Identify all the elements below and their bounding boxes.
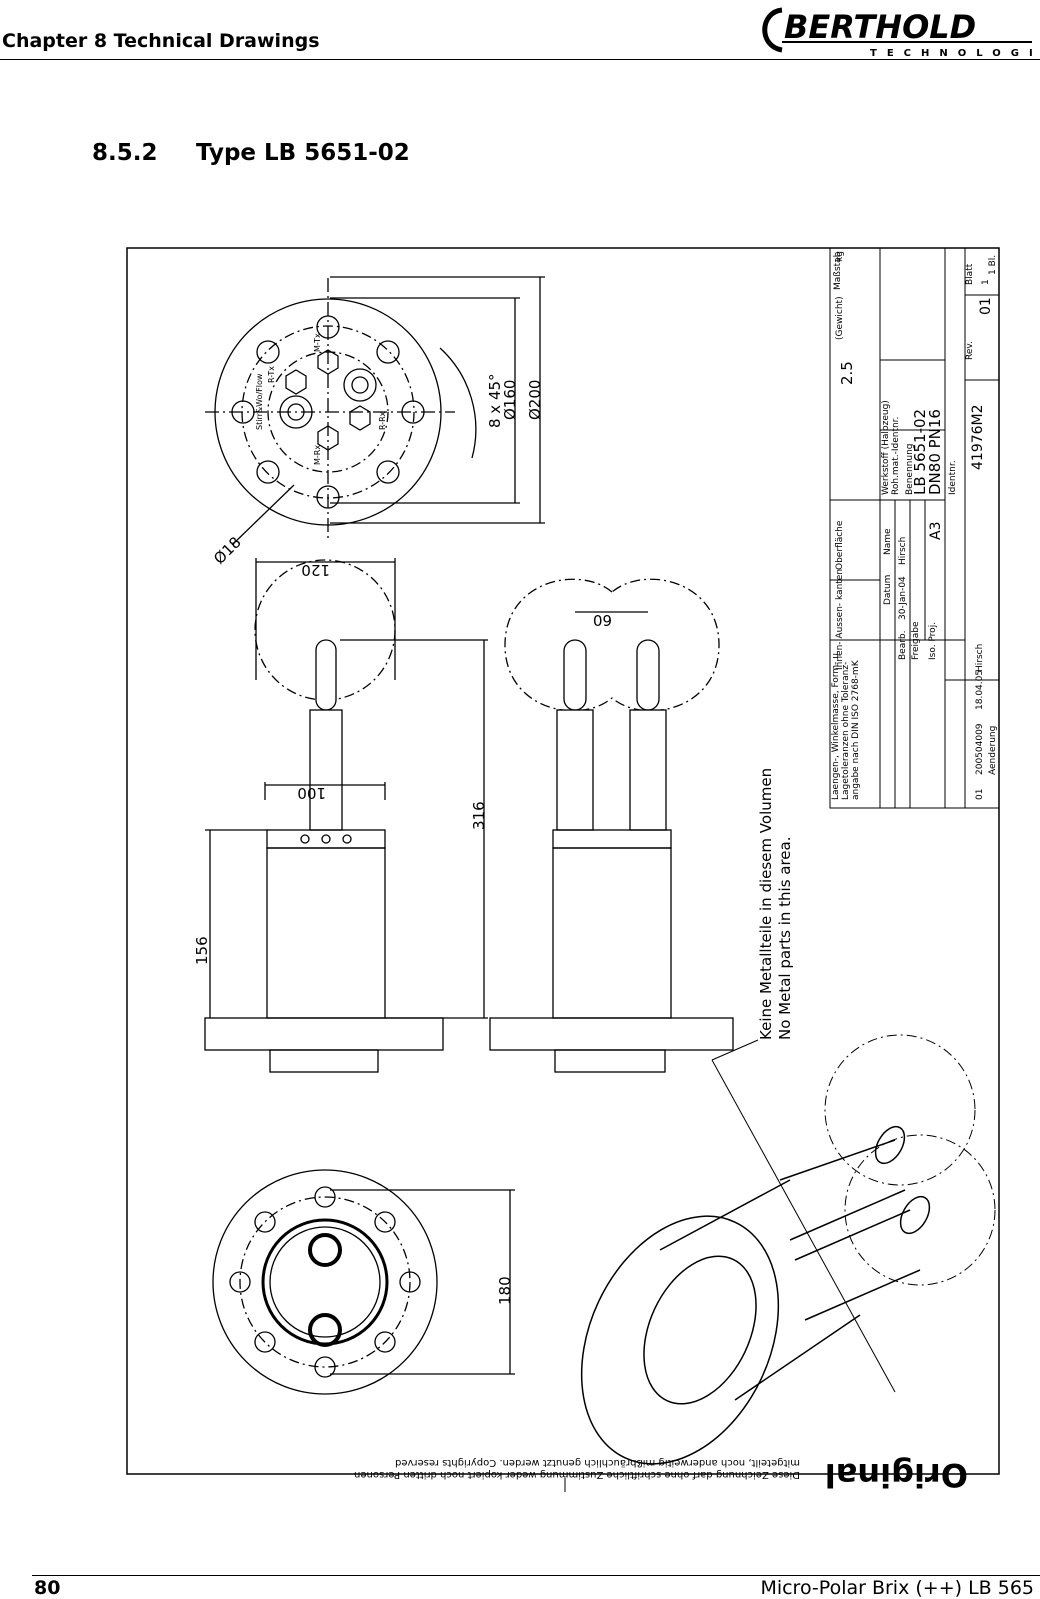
section-number: 8.5.2 <box>92 140 158 166</box>
svg-text:Ø160: Ø160 <box>501 380 519 420</box>
svg-text:LB 5651-02: LB 5651-02 <box>911 409 929 495</box>
svg-text:Maßstab: Maßstab <box>833 251 843 290</box>
svg-text:Iso. Proj.: Iso. Proj. <box>928 622 938 660</box>
svg-text:Laengen-, Winkelmasse, Form- u: Laengen-, Winkelmasse, Form- u. <box>831 650 841 800</box>
svg-text:Freigabe: Freigabe <box>911 621 921 660</box>
title-block-text: Maßstab 2.5 (Gewicht) kg Werkstoff (Halb… <box>831 251 998 800</box>
svg-text:Lagetoleranzen ohne Toleranz-: Lagetoleranzen ohne Toleranz- <box>841 662 851 800</box>
svg-text:BERTHOLD: BERTHOLD <box>784 8 976 46</box>
svg-text:1: 1 <box>981 279 991 285</box>
drawing-frame <box>126 247 1000 1475</box>
flange-bottom-view <box>212 1169 515 1395</box>
chapter-title: Chapter 8 Technical Drawings <box>2 30 320 52</box>
svg-text:Blatt: Blatt <box>965 263 975 285</box>
original-stamp: Original <box>825 1456 968 1494</box>
document-name: Micro-Polar Brix (++) LB 565 <box>760 1577 1034 1599</box>
svg-text:kg: kg <box>835 251 845 262</box>
svg-text:30-Jan-04: 30-Jan-04 <box>898 576 908 620</box>
svg-text:41976M2: 41976M2 <box>970 404 986 470</box>
svg-text:316: 316 <box>470 801 488 830</box>
svg-text:M-Tx: M-Tx <box>313 333 322 352</box>
berthold-logo: BERTHOLD TECHNOLOGIES <box>762 7 1038 59</box>
svg-text:Hirsch: Hirsch <box>898 537 908 565</box>
svg-text:Rev.: Rev. <box>965 341 975 360</box>
svg-text:A3: A3 <box>928 522 944 540</box>
svg-text:DN80 PN16: DN80 PN16 <box>926 409 944 495</box>
svg-text:Bearb.: Bearb. <box>898 630 908 660</box>
isometric-view <box>580 1034 996 1465</box>
side-view-right <box>489 578 734 1073</box>
svg-text:180: 180 <box>496 1276 514 1305</box>
svg-text:8 x 45°: 8 x 45° <box>486 373 504 428</box>
svg-text:60: 60 <box>593 611 612 629</box>
svg-text:Benennung: Benennung <box>905 444 915 495</box>
page-number: 80 <box>34 1577 61 1599</box>
flange-top-view <box>205 276 545 546</box>
svg-text:Aenderung: Aenderung <box>988 726 998 775</box>
svg-text:18.04.05: 18.04.05 <box>975 670 985 710</box>
svg-text:Identnr.: Identnr. <box>948 460 958 495</box>
title-block <box>829 247 1000 809</box>
svg-text:Datum: Datum <box>883 575 893 605</box>
svg-text:Roh.mat.-Identnr.: Roh.mat.-Identnr. <box>891 417 901 495</box>
svg-text:R-Rx: R-Rx <box>378 411 387 430</box>
section-title: Type LB 5651-02 <box>196 140 410 166</box>
svg-text:angabe nach DIN ISO 2768-mK: angabe nach DIN ISO 2768-mK <box>851 659 861 800</box>
svg-text:100: 100 <box>297 784 326 802</box>
svg-text:M-Rx: M-Rx <box>313 445 322 465</box>
svg-text:Hirsch: Hirsch <box>975 644 985 672</box>
note-german: Keine Metallteile in diesem Volumen <box>757 768 775 1040</box>
header-rule <box>0 59 1040 60</box>
note-english: No Metal parts in this area. <box>776 837 794 1041</box>
svg-text:120: 120 <box>301 561 330 579</box>
svg-text:156: 156 <box>193 936 211 965</box>
footer-rule <box>32 1575 1040 1576</box>
svg-text:Oberfläche: Oberfläche <box>835 520 845 570</box>
svg-text:(Gewicht): (Gewicht) <box>835 296 845 340</box>
svg-text:200504009: 200504009 <box>975 723 985 775</box>
svg-text:Diese Zeichnung darf ohne schr: Diese Zeichnung darf ohne schriftliche Z… <box>354 1469 800 1480</box>
side-view-left <box>204 558 488 1073</box>
svg-text:TECHNOLOGIES: TECHNOLOGIES <box>870 48 1038 59</box>
svg-text:Name: Name <box>883 528 893 555</box>
svg-text:1 Bl.: 1 Bl. <box>988 255 998 275</box>
svg-text:Original: Original <box>825 1456 968 1494</box>
svg-text:Stirr&Wo/Flow: Stirr&Wo/Flow <box>255 373 264 430</box>
svg-text:R-Tx: R-Tx <box>267 366 276 383</box>
svg-text:mitgeteilt, noch anderweitig m: mitgeteilt, noch anderweitig mißbräuchli… <box>395 1457 800 1468</box>
svg-text:2.5: 2.5 <box>838 361 856 385</box>
svg-text:Innen- Aussen- kanten: Innen- Aussen- kanten <box>835 569 845 670</box>
svg-text:Ø200: Ø200 <box>526 380 544 420</box>
svg-text:Werkstoff (Halbzeug): Werkstoff (Halbzeug) <box>881 400 891 495</box>
copyright-note: Diese Zeichnung darf ohne schriftliche Z… <box>354 1457 800 1480</box>
svg-text:01: 01 <box>978 297 994 315</box>
svg-text:01: 01 <box>975 789 985 800</box>
